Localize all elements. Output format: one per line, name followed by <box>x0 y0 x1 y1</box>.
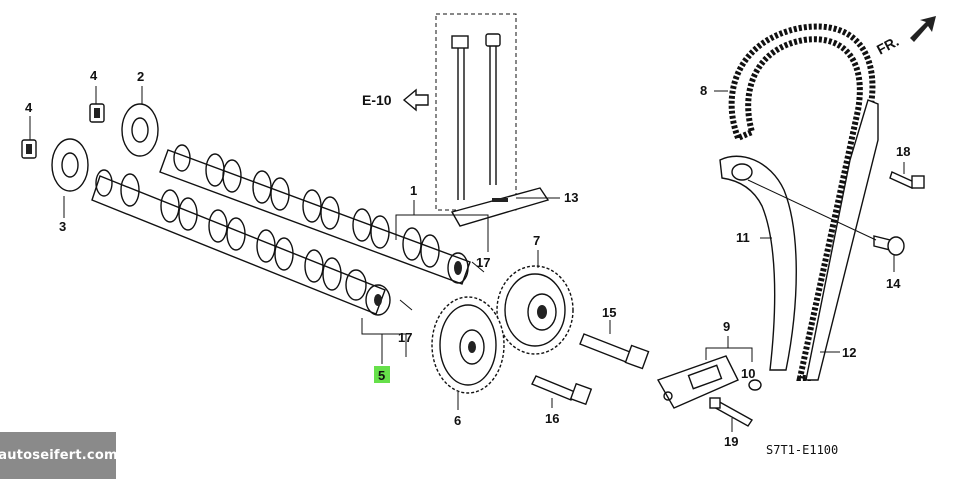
tensioner-bolt <box>709 397 754 427</box>
label-part-9: 9 <box>723 319 730 334</box>
sprocket-bolt-lower <box>531 375 593 406</box>
label-part-18: 18 <box>896 144 910 159</box>
reference-arrow-icon <box>402 88 429 112</box>
label-part-19: 19 <box>724 434 738 449</box>
label-part-16: 16 <box>545 411 559 426</box>
label-part-6: 6 <box>454 413 461 428</box>
camshaft-holder <box>450 187 550 227</box>
label-part-17-lower: 17 <box>398 330 412 345</box>
reference-label: E-10 <box>362 92 392 108</box>
label-part-11: 11 <box>736 230 750 245</box>
pulse-plate-lower <box>51 138 89 192</box>
direction-label: FR. <box>874 33 901 58</box>
bolt-group-box <box>435 13 517 211</box>
label-part-10: 10 <box>741 366 755 381</box>
guide-bolt <box>889 171 925 189</box>
label-part-4-lower: 4 <box>25 100 33 115</box>
label-part-7: 7 <box>533 233 540 248</box>
label-part-14: 14 <box>886 276 901 291</box>
chain-guide <box>805 99 879 381</box>
watermark: autoseifert.com <box>0 432 118 479</box>
tensioner-seal <box>748 379 762 391</box>
drawing-code: S7T1-E1100 <box>766 443 838 457</box>
label-part-1: 1 <box>410 183 417 198</box>
label-part-4-upper: 4 <box>90 68 98 83</box>
label-part-8: 8 <box>700 83 707 98</box>
bolt-upper <box>89 103 105 123</box>
pulse-plate-upper <box>121 103 159 157</box>
label-part-15: 15 <box>602 305 616 320</box>
timing-chain <box>728 23 876 381</box>
front-direction-arrow-icon <box>910 16 936 42</box>
label-part-2: 2 <box>137 69 144 84</box>
exhaust-camshaft <box>91 169 391 316</box>
intake-camshaft <box>159 144 471 285</box>
leader-lines <box>29 86 905 432</box>
chain-tensioner <box>656 355 739 409</box>
label-part-17-upper: 17 <box>476 255 490 270</box>
pivot-bolt <box>873 235 905 256</box>
label-part-12: 12 <box>842 345 856 360</box>
tensioner-arm <box>719 155 797 371</box>
label-part-5[interactable]: 5 <box>378 368 385 383</box>
bolt-lower <box>21 139 37 159</box>
label-part-3: 3 <box>59 219 66 234</box>
sprocket-lower <box>431 296 505 394</box>
highlight-part-5 <box>374 366 390 383</box>
label-part-13: 13 <box>564 190 578 205</box>
sprocket-upper <box>496 265 574 355</box>
sprocket-bolt-upper <box>579 333 650 370</box>
